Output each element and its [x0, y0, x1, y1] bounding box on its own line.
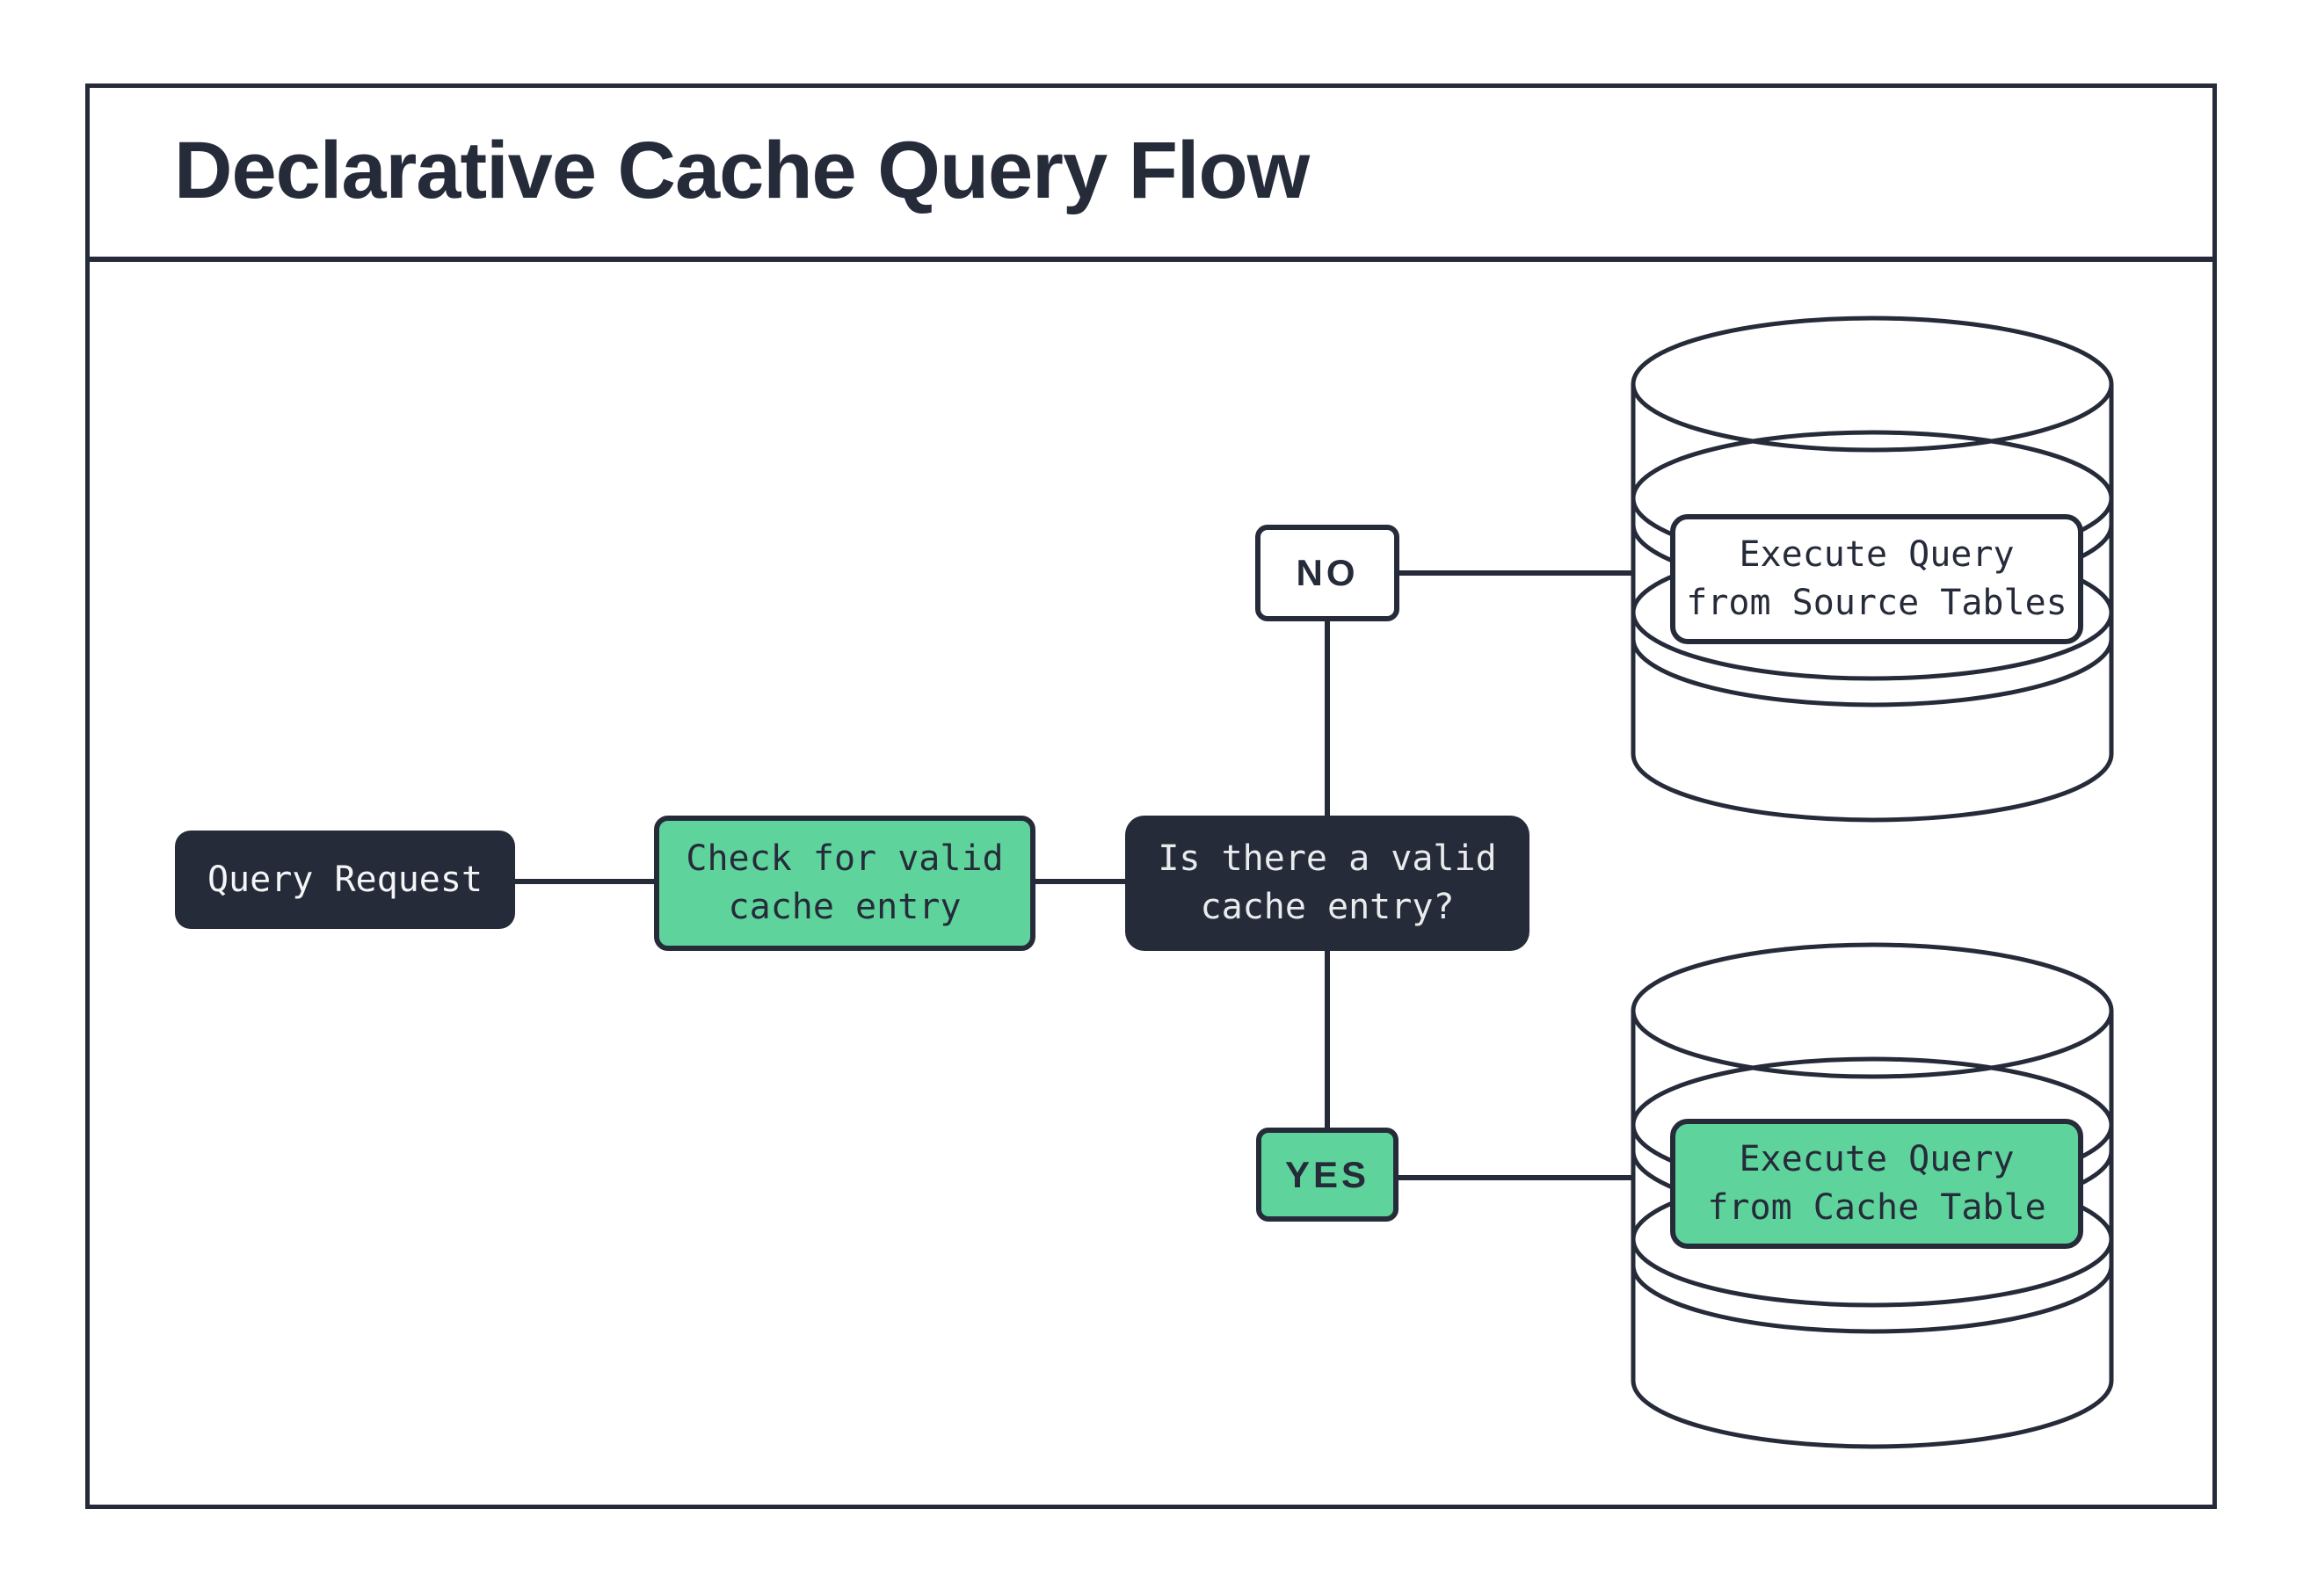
check-cache-entry-node: Check for valid cache entry [654, 816, 1035, 951]
diagram-title: Declarative Cache Query Flow [174, 125, 1310, 215]
query-request-node: Query Request [175, 831, 515, 929]
diagram-frame [85, 83, 2217, 1509]
valid-cache-entry-decision-node: Is there a valid cache entry? [1125, 816, 1529, 951]
title-separator-line [85, 257, 2217, 262]
no-branch-label: NO [1255, 525, 1399, 621]
yes-branch-label: YES [1256, 1128, 1399, 1222]
database-cylinder-cache [1631, 942, 2114, 1449]
execute-query-cache-table-node: Execute Query from Cache Table [1670, 1119, 2083, 1249]
execute-query-source-tables-node: Execute Query from Source Tables [1670, 514, 2083, 644]
